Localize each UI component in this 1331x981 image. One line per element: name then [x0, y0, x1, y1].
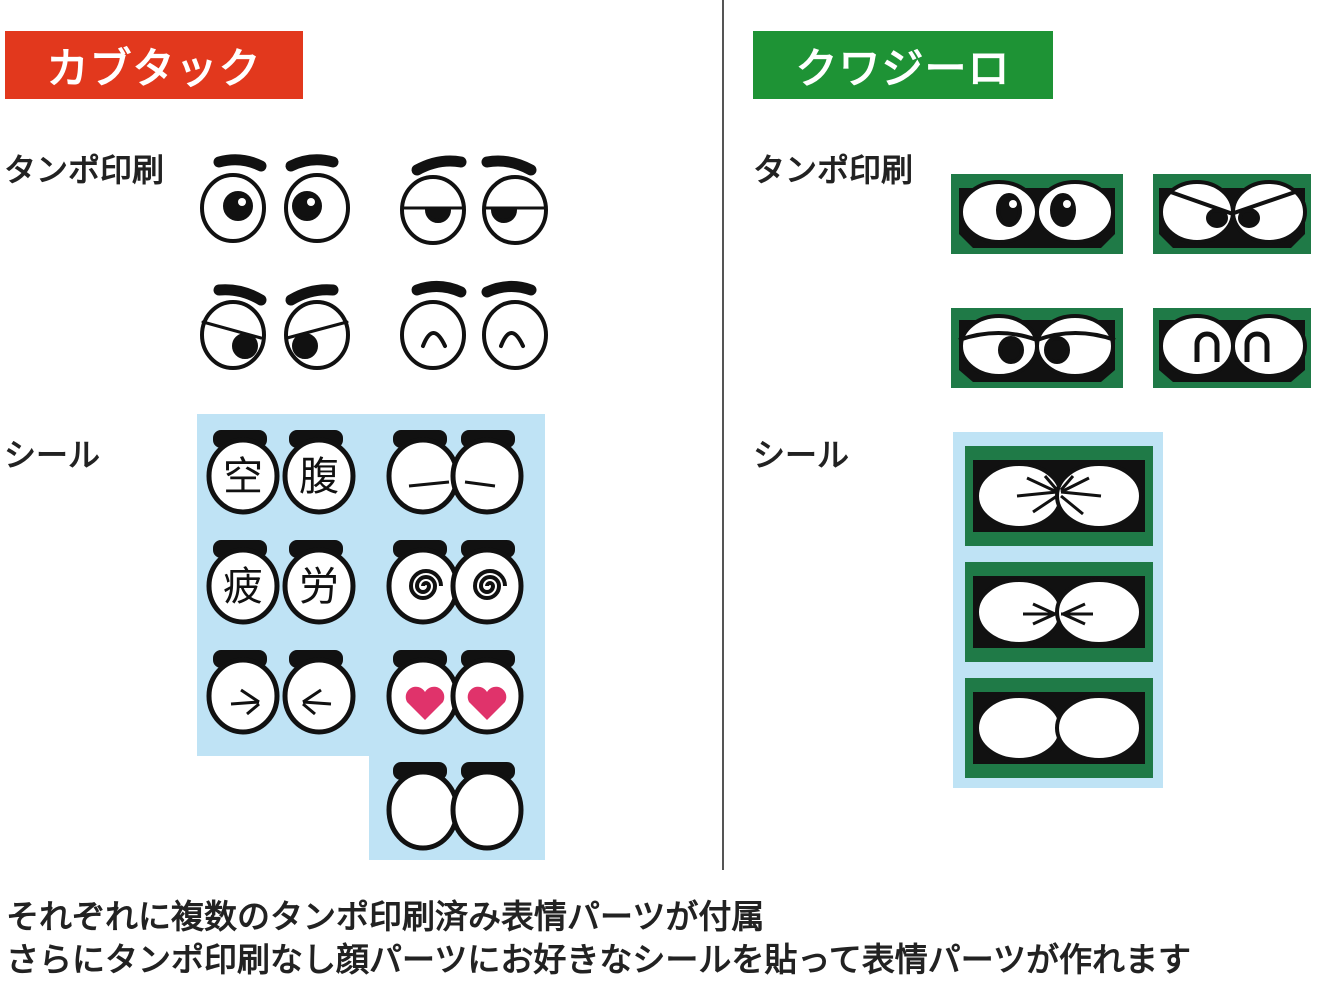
seal-kanji-3: 疲: [223, 564, 263, 610]
seal-plate-blank: [965, 678, 1153, 778]
eye-set-happy: [400, 281, 548, 370]
seal-plate-squint: [965, 446, 1153, 546]
eye-set-angry: [200, 284, 350, 370]
seal-kanji-4: 労: [299, 564, 339, 610]
kabutack-title-banner: カブタック: [5, 31, 303, 99]
kabutack-tampo-label: タンポ印刷: [4, 151, 165, 189]
kuwagiro-tampo-label: タンポ印刷: [753, 151, 914, 189]
kabutack-seal-sheet: 空 腹 疲 労: [197, 414, 545, 860]
kuwagiro-title: クワジーロ: [795, 43, 1011, 93]
kabutack-seal-label: シール: [4, 436, 101, 474]
seal-squint-eyes: [206, 650, 356, 735]
kuwagiro-seal-sheet: [953, 432, 1163, 788]
eye-set-normal: [200, 154, 350, 243]
seal-spiral-eyes: [386, 540, 524, 625]
caption-line-1: それぞれに複数のタンポ印刷済み表情パーツが付属: [6, 897, 765, 936]
seal-heart-eyes: [386, 650, 524, 735]
kabutack-title: カブタック: [46, 43, 262, 93]
seal-hirou: 疲 労: [206, 540, 356, 625]
plate-normal: [951, 174, 1123, 254]
plate-angry: [1153, 174, 1311, 254]
kabutack-tampo-eyes: [200, 154, 548, 370]
kuwagiro-title-banner: クワジーロ: [753, 31, 1053, 99]
plate-happy: [1153, 308, 1311, 388]
seal-kanji-2: 腹: [299, 454, 339, 500]
seal-plate-dash: [965, 562, 1153, 662]
caption-line-2: さらにタンポ印刷なし顔パーツにお好きなシールを貼って表情パーツが作れます: [6, 940, 1192, 979]
kuwagiro-tampo-eyes: [951, 174, 1311, 388]
seal-line-eyes: [386, 430, 524, 515]
seal-blank-eyes: [386, 762, 524, 851]
eye-set-sleepy: [400, 155, 548, 245]
seal-kanji-1: 空: [223, 454, 263, 500]
seal-kuufuku: 空 腹: [206, 430, 356, 515]
plate-sleepy: [951, 308, 1123, 388]
kuwagiro-seal-label: シール: [753, 436, 850, 474]
center-divider: [722, 0, 724, 870]
